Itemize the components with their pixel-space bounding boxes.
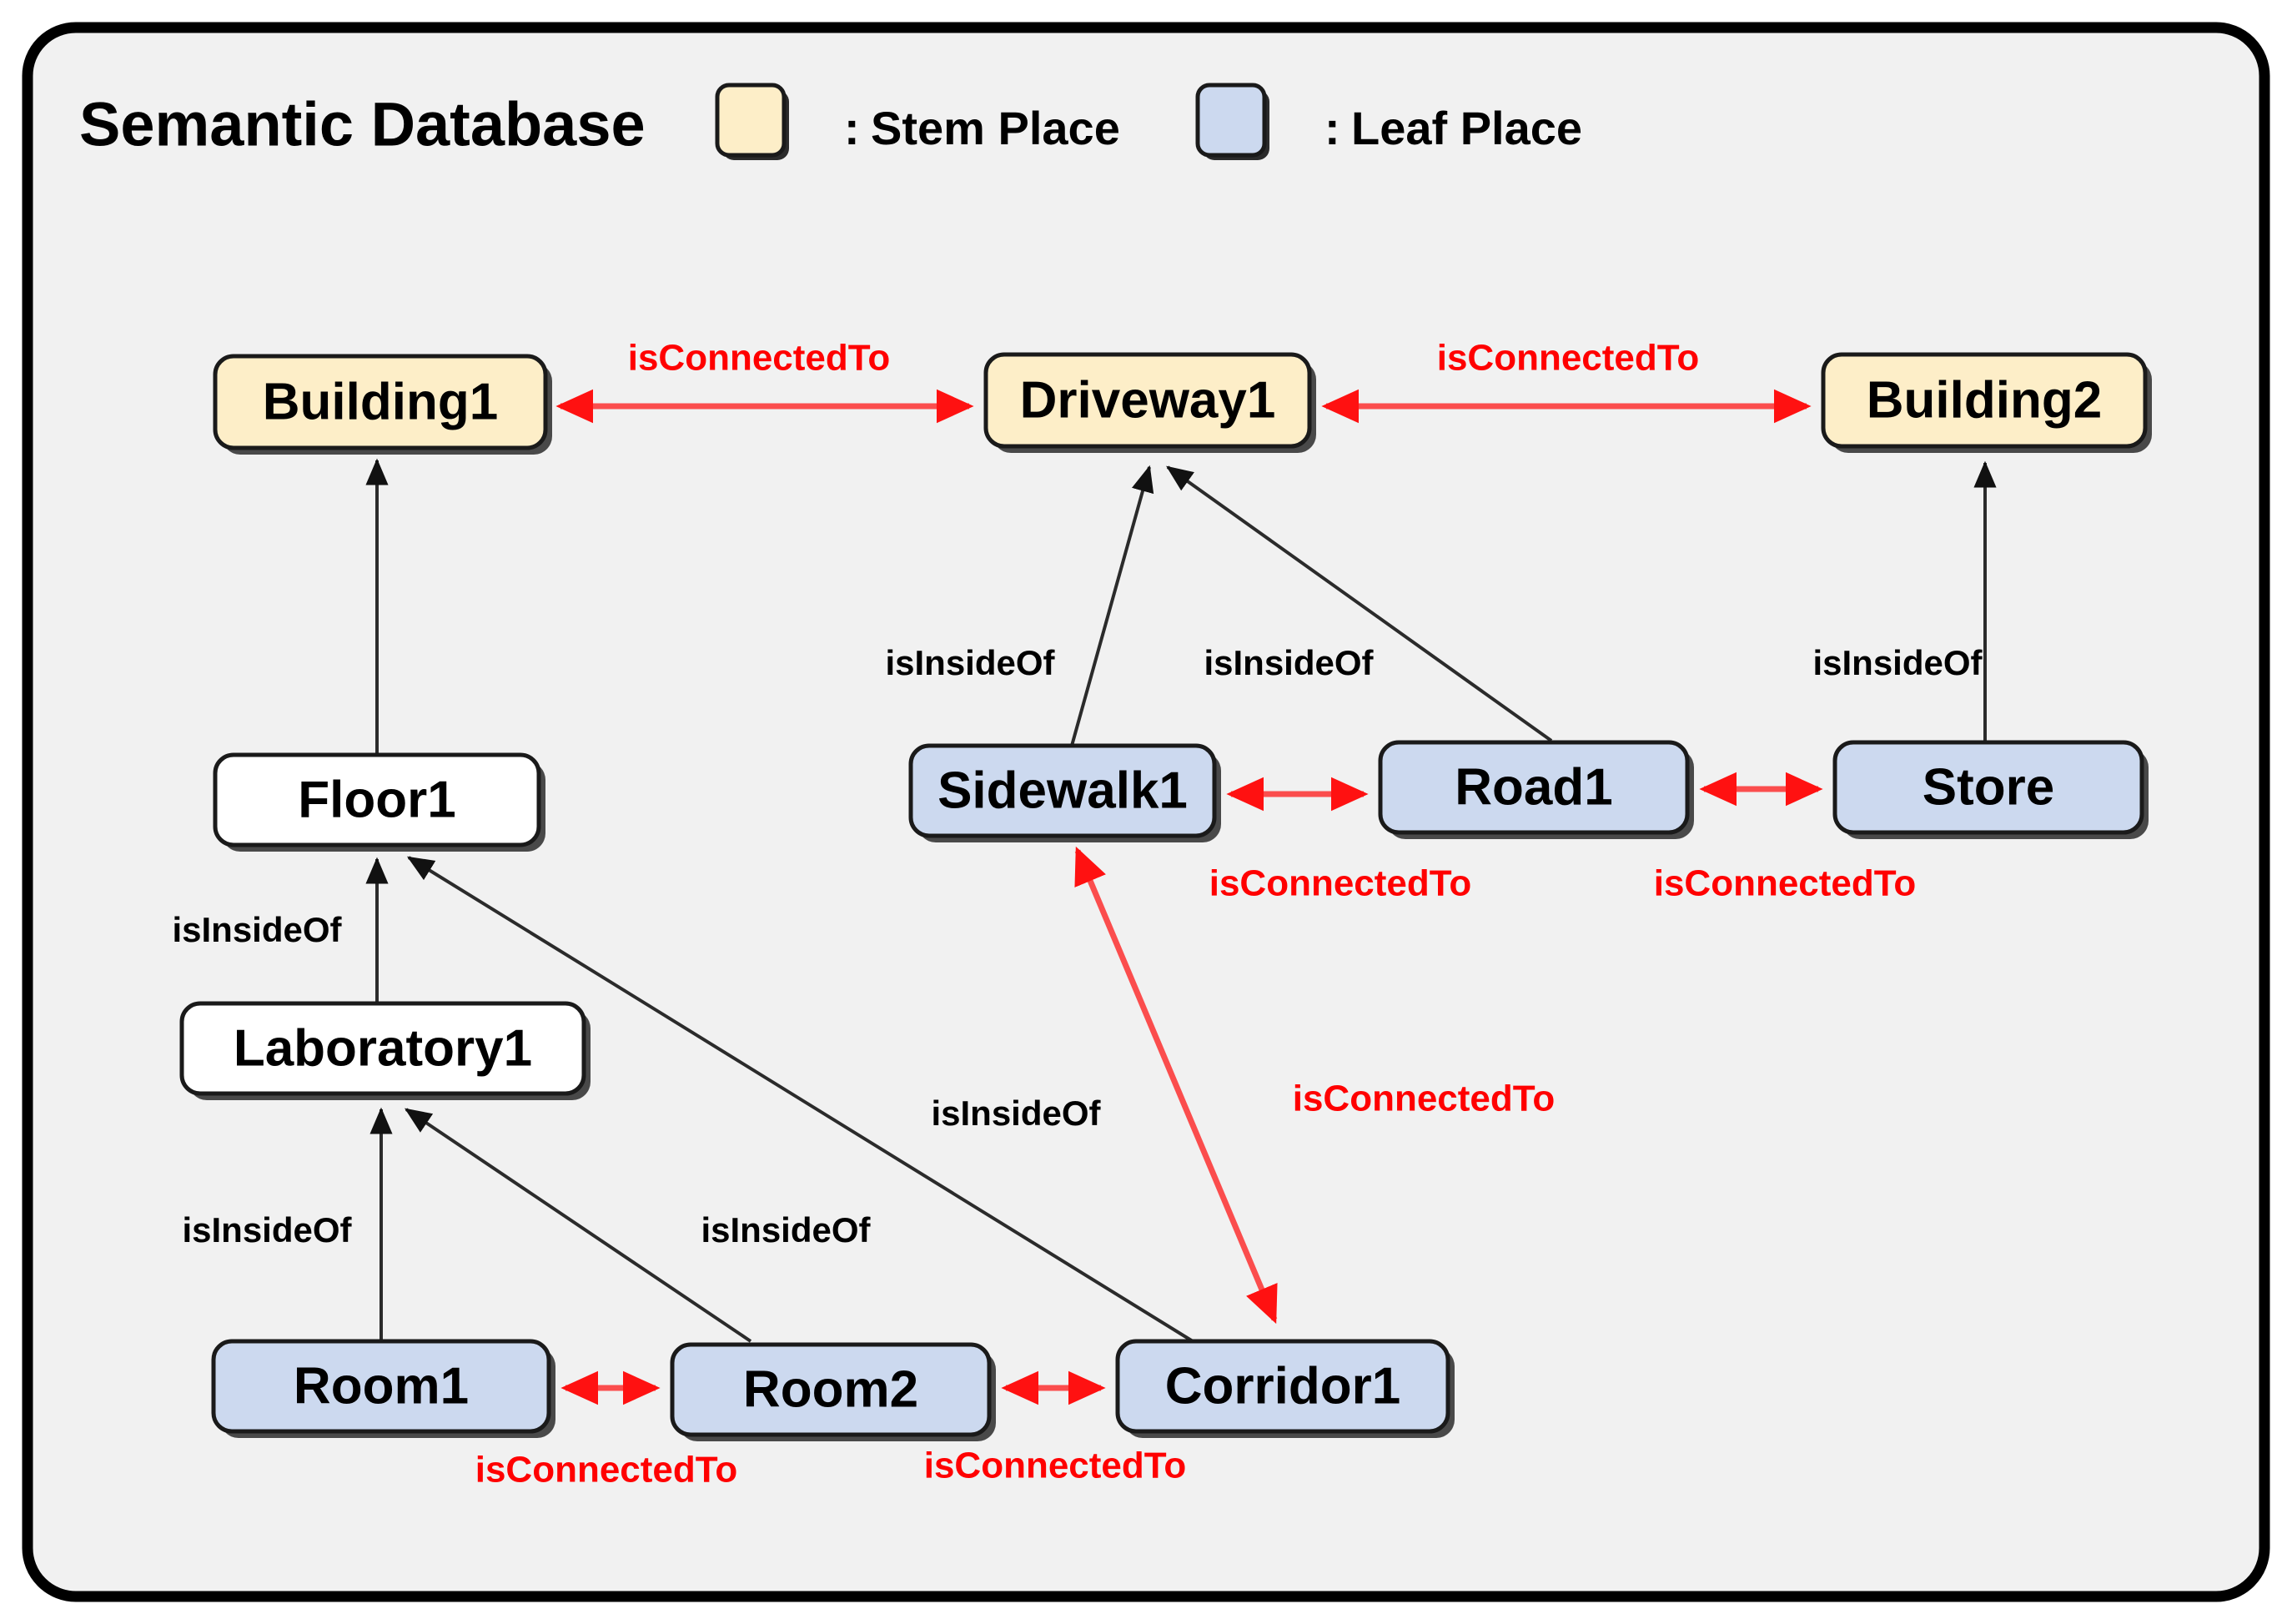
node-road1[interactable]: Road1 [1378, 740, 1694, 839]
node-label: Sidewalk1 [937, 762, 1188, 819]
legend-label-leaf: Leaf Place [1351, 102, 1582, 154]
edge-label-room2-corridor1: isConnectedTo [924, 1446, 1187, 1486]
edge-corridor1-sidewalk1 [1074, 846, 1278, 1325]
legend-separator-leaf: : [1324, 102, 1340, 154]
edge-room2-laboratory1 [405, 1108, 752, 1343]
node-floor1[interactable]: Floor1 [213, 752, 545, 852]
edge-label-room1-laboratory1: isInsideOf [182, 1210, 352, 1249]
node-label: Room2 [743, 1360, 918, 1418]
node-box[interactable] [1378, 740, 1690, 835]
legend-label-stem: Stem Place [871, 102, 1120, 154]
edge-label-sidewalk1-driveway1: isInsideOf [885, 643, 1055, 682]
edges-is-connected-to [555, 389, 1823, 1405]
node-laboratory1[interactable]: Laboratory1 [179, 1001, 591, 1100]
edge-label-room1-room2: isConnectedTo [475, 1450, 738, 1491]
node-label: Floor1 [298, 771, 455, 828]
node-box[interactable] [213, 752, 541, 847]
node-corridor1[interactable]: Corridor1 [1115, 1339, 1455, 1438]
node-box[interactable] [983, 352, 1312, 449]
edge-road1-driveway1 [1166, 465, 1553, 742]
node-box[interactable] [908, 743, 1217, 838]
edge-label-laboratory1-floor1: isInsideOf [172, 910, 342, 949]
node-label: Corridor1 [1165, 1357, 1400, 1415]
legend-swatch-stem [715, 83, 787, 158]
edge-label-driveway1-building2: isConnectedTo [1437, 338, 1700, 379]
node-label: Driveway1 [1020, 371, 1276, 429]
node-building1[interactable]: Building1 [213, 354, 552, 455]
edge-label-corridor1-sidewalk1: isConnectedTo [1293, 1078, 1556, 1119]
node-sidewalk1[interactable]: Sidewalk1 [908, 743, 1221, 842]
node-label: Building2 [1867, 371, 2102, 429]
node-box[interactable] [1115, 1339, 1450, 1434]
edge-label-room2-laboratory1: isInsideOf [701, 1210, 871, 1249]
node-label: Room1 [294, 1357, 469, 1415]
node-box[interactable] [179, 1001, 586, 1096]
node-box[interactable] [211, 1339, 551, 1434]
edge-sidewalk1-driveway1 [1070, 465, 1154, 747]
edge-label-store-building2: isInsideOf [1812, 643, 1983, 682]
edge-label-road1-driveway1: isInsideOf [1204, 643, 1374, 682]
node-box[interactable] [1821, 352, 2148, 449]
edges-is-inside-of [365, 458, 1997, 1343]
page-title: Semantic Database [79, 90, 646, 159]
edge-label-road1-store: isConnectedTo [1654, 863, 1917, 904]
node-label: Laboratory1 [234, 1019, 532, 1077]
node-store[interactable]: Store [1832, 740, 2149, 839]
node-box[interactable] [1832, 740, 2144, 835]
edge-label-sidewalk1-road1: isConnectedTo [1209, 863, 1472, 904]
node-room2[interactable]: Room2 [670, 1342, 996, 1441]
edge-corridor1-floor1 [406, 856, 1194, 1343]
node-room1[interactable]: Room1 [211, 1339, 555, 1438]
node-building2[interactable]: Building2 [1821, 352, 2152, 453]
node-box[interactable] [670, 1342, 992, 1437]
edge-label-corridor1-floor1: isInsideOf [931, 1094, 1101, 1133]
legend-swatch-leaf [1195, 83, 1267, 158]
legend-separator-stem: : [844, 102, 860, 154]
node-label: Store [1923, 758, 2054, 816]
node-box[interactable] [213, 354, 548, 450]
node-label: Building1 [263, 373, 498, 430]
edge-label-building1-driveway1: isConnectedTo [628, 338, 891, 379]
node-driveway1[interactable]: Driveway1 [983, 352, 1316, 453]
node-label: Road1 [1455, 758, 1612, 816]
